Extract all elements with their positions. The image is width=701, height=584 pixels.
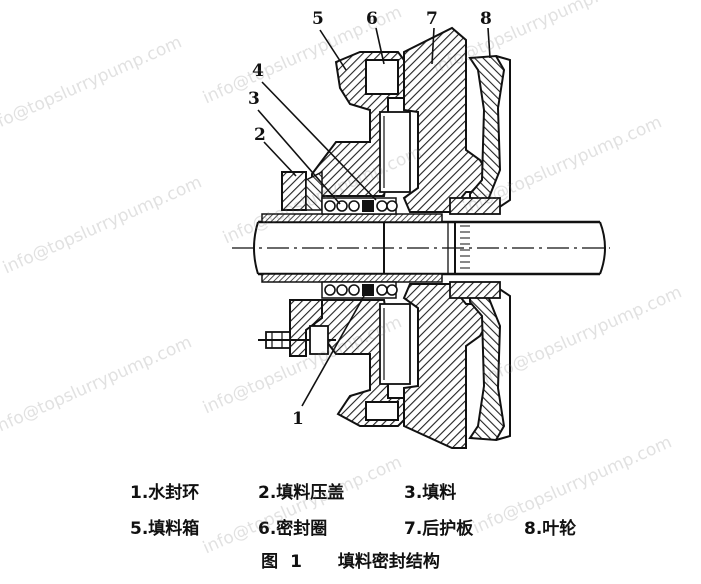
gland-lower [258, 299, 336, 357]
part-number-4: 4 [252, 61, 264, 81]
legend-item: 3.填料 [404, 482, 457, 503]
figure-title: 填料密封结构 [337, 552, 440, 572]
figure-label: 图 1 [261, 552, 302, 572]
part-number-1: 1 [292, 409, 304, 429]
packing-lower [321, 281, 398, 299]
back-liner-lower [365, 283, 491, 449]
figure-caption: 图 1 填料密封结构 [0, 547, 701, 572]
part-number-7: 7 [426, 9, 438, 29]
part-number-2: 2 [254, 125, 266, 145]
legend-item: 2.填料压盖 [258, 482, 345, 503]
legend-item: 5.填料箱 [130, 518, 200, 539]
legend-item: 6.密封圈 [258, 518, 328, 539]
impeller-lower [449, 281, 511, 442]
parts-legend: 1.水封环 2.填料压盖 3.填料 5.填料箱 6.密封圈 7.后护板 8.叶轮 [130, 472, 690, 544]
part-number-6: 6 [366, 9, 378, 29]
legend-item: 8.叶轮 [524, 518, 577, 539]
packing-upper [321, 197, 398, 215]
part-number-5: 5 [312, 9, 324, 29]
back-liner-upper [365, 26, 491, 213]
legend-item: 7.后护板 [404, 518, 474, 539]
packing-seal-diagram: 5 6 7 8 4 3 2 1 [232, 9, 610, 449]
leader-lines [257, 27, 491, 407]
legend-row-2: 5.填料箱 6.密封圈 7.后护板 8.叶轮 [130, 508, 690, 544]
part-number-3: 3 [248, 89, 260, 109]
impeller-upper [449, 54, 511, 215]
legend-item: 1.水封环 [130, 482, 200, 503]
part-number-8: 8 [480, 9, 492, 29]
legend-row-1: 1.水封环 2.填料压盖 3.填料 [130, 472, 690, 508]
